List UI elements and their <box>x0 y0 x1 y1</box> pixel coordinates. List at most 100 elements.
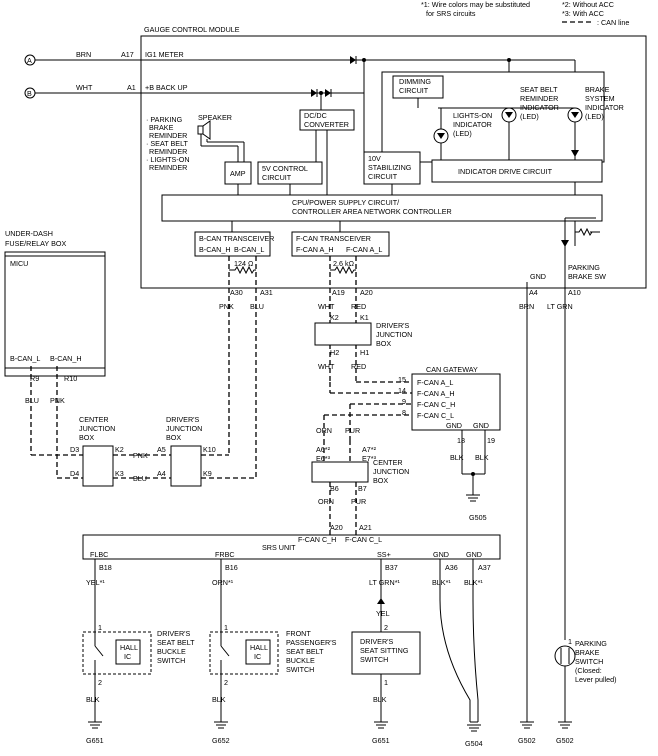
blu-label-gcm: BLU <box>250 302 264 311</box>
fcan-al-label: F-CAN A_L <box>346 245 382 254</box>
gateway-fcan-ah: F-CAN A_H <box>417 389 455 398</box>
10v-label-3: CIRCUIT <box>368 172 398 181</box>
wht-label-1: WHT <box>318 302 335 311</box>
orn-label-1: ORN <box>316 426 332 435</box>
reminder-label-7: REMINDER <box>149 163 187 172</box>
pin-k2-left: K2 <box>115 445 124 454</box>
cjb-left-box <box>82 445 114 487</box>
front-buckle-pin1: 1 <box>224 623 228 632</box>
dcdc-label-2: CONVERTER <box>304 120 349 129</box>
note-wire-colors: *1: Wire colors may be substituted <box>421 0 530 9</box>
fcan-resistor <box>330 265 356 275</box>
backup-label: +B BACK UP <box>145 83 188 92</box>
pin-e6: E6*³ <box>316 454 331 463</box>
micu-box <box>4 255 106 369</box>
cpu-label-1: CPU/POWER SUPPLY CIRCUIT/ <box>292 198 399 207</box>
driver-buckle-contact <box>94 632 104 674</box>
fcan-transceiver-label: F-CAN TRANSCEIVER <box>296 234 371 243</box>
fuse-box-title-2: FUSE/RELAY BOX <box>5 239 66 248</box>
cpu-box <box>161 194 603 222</box>
10v-stabilizing-box <box>363 151 421 185</box>
pin-h2: H2 <box>330 348 339 357</box>
backup-diode <box>311 89 317 97</box>
blk-label-sitting: BLK <box>373 695 387 704</box>
ground-g504: G504 <box>465 739 483 748</box>
ground-icon-g505 <box>466 494 480 502</box>
pin-k10: K10 <box>203 445 216 454</box>
blk-label-front: BLK <box>212 695 226 704</box>
yel-label-1: YEL*¹ <box>86 578 105 587</box>
pin-b7: B7 <box>358 484 367 493</box>
blu-label-micu: BLU <box>25 396 39 405</box>
speaker-icon <box>197 120 211 140</box>
ig1-diode <box>350 56 356 64</box>
pur-label-1: PUR <box>345 426 360 435</box>
fcan-ah-label: F-CAN A_H <box>296 245 334 254</box>
srs-gnd-1: GND <box>433 550 449 559</box>
brake-led-label-1: BRAKE <box>585 85 610 94</box>
parking-sw-label-2: BRAKE SW <box>568 272 606 281</box>
ground-g502-b: G502 <box>556 736 574 745</box>
fcan-resistor-value: 2.6 kΩ <box>333 259 355 268</box>
bcan-transceiver-box <box>194 231 271 257</box>
orn-label-2: ORN <box>318 497 334 506</box>
parking-sw-label-1: PARKING <box>568 263 600 272</box>
gauge-control-module-title: GAUGE CONTROL MODULE <box>144 25 240 34</box>
parking-label-3: SWITCH <box>575 657 603 666</box>
parking-label-5: Lever pulled) <box>575 675 617 684</box>
djb1-label-2: JUNCTION <box>376 330 412 339</box>
bcan-resistor <box>229 265 256 275</box>
pin-a36: A36 <box>445 563 458 572</box>
orn-label-3: ORN*¹ <box>212 578 234 587</box>
djb2-label-3: BOX <box>166 433 181 442</box>
dimming-label-2: CIRCUIT <box>399 86 429 95</box>
driver-buckle-label-1: DRIVER'S <box>157 629 191 638</box>
dimming-label-1: DIMMING <box>399 77 431 86</box>
srs-unit-title: SRS UNIT <box>262 543 296 552</box>
gw-pin-18: 18 <box>457 436 465 445</box>
front-buckle-label-5: SWITCH <box>286 665 314 674</box>
gateway-gnd-2: GND <box>473 421 489 430</box>
brake-led-label-2: SYSTEM <box>585 94 615 103</box>
bcan-l-label: B-CAN_L <box>234 245 264 254</box>
pin-a17: A17 <box>121 50 134 59</box>
reminder-label-4: · SEAT BELT <box>146 139 189 148</box>
can-gateway-box <box>411 373 501 431</box>
pin-a4: A4 <box>529 288 538 297</box>
micu-label: MICU <box>10 259 28 268</box>
note-without-acc: *2: Without ACC <box>562 0 614 9</box>
blk-gw-2: BLK <box>475 453 489 462</box>
djb2-label-1: DRIVER'S <box>166 415 200 424</box>
pin-a37: A37 <box>478 563 491 572</box>
seatbelt-led-label-3: INDICATOR <box>520 103 559 112</box>
seatbelt-led-label-4: (LED) <box>520 112 539 121</box>
driver-hall-label-1: HALL <box>120 643 138 652</box>
front-buckle-label-4: BUCKLE <box>286 656 315 665</box>
cjb-left-label-2: JUNCTION <box>79 424 115 433</box>
ground-g651-a: G651 <box>86 736 104 745</box>
connector-a-letter: A <box>27 56 32 65</box>
front-buckle-pin2: 2 <box>224 678 228 687</box>
fuse-box-title-1: UNDER-DASH <box>5 229 53 238</box>
blk-a36-wire <box>439 559 471 722</box>
cjb-mid-label-1: CENTER <box>373 458 403 467</box>
pin-h1: H1 <box>360 348 369 357</box>
reminder-label-6: · LIGHTS-ON <box>146 155 190 164</box>
can-gateway-title: CAN GATEWAY <box>426 365 478 374</box>
ground-icon-g502a <box>520 721 534 729</box>
parking-label-1: PARKING <box>575 639 607 648</box>
front-buckle-label-1: FRONT <box>286 629 311 638</box>
5v-control-label-2: CIRCUIT <box>262 173 292 182</box>
pin-r9: R9 <box>30 374 39 383</box>
micu-bcan-l: B-CAN_L <box>10 354 40 363</box>
lights-on-led-label-3: (LED) <box>453 129 472 138</box>
micu-bcan-h: B-CAN_H <box>50 354 82 363</box>
reminder-label-1: · PARKING <box>146 115 183 124</box>
gateway-pin-9: 9 <box>402 397 406 406</box>
srs-gnd-2: GND <box>466 550 482 559</box>
brake-led-label-3: INDICATOR <box>585 103 624 112</box>
reminder-label-3: REMINDER <box>149 131 187 140</box>
driver-buckle-label-3: BUCKLE <box>157 647 186 656</box>
blk-label-driver: BLK <box>86 695 100 704</box>
